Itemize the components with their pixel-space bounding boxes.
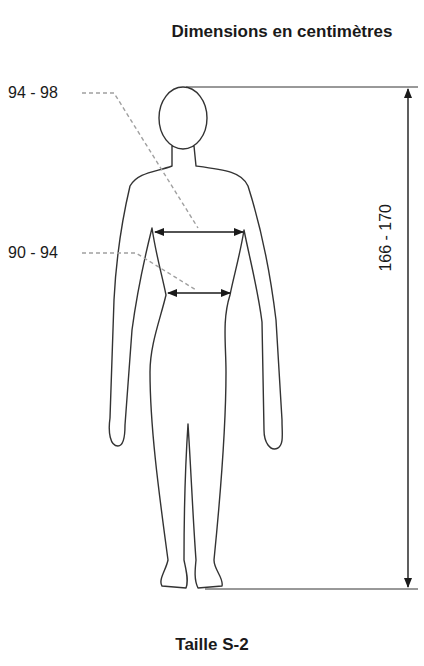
caption: Taille S-2 — [175, 636, 248, 655]
height-measure — [407, 89, 408, 587]
body-outline — [109, 146, 282, 588]
dimension-label: 94 - 98 — [8, 84, 58, 102]
extension-line — [186, 87, 418, 88]
chest-measure — [155, 231, 243, 233]
leader-line — [82, 253, 196, 290]
dimension-label: 90 - 94 — [8, 244, 58, 262]
head-outline — [159, 87, 207, 149]
leader-line — [82, 93, 198, 228]
waist-measure — [168, 292, 230, 294]
height-label: 166 - 170 — [377, 204, 395, 272]
title: Dimensions en centimètres — [171, 23, 392, 42]
extension-line — [205, 589, 418, 590]
